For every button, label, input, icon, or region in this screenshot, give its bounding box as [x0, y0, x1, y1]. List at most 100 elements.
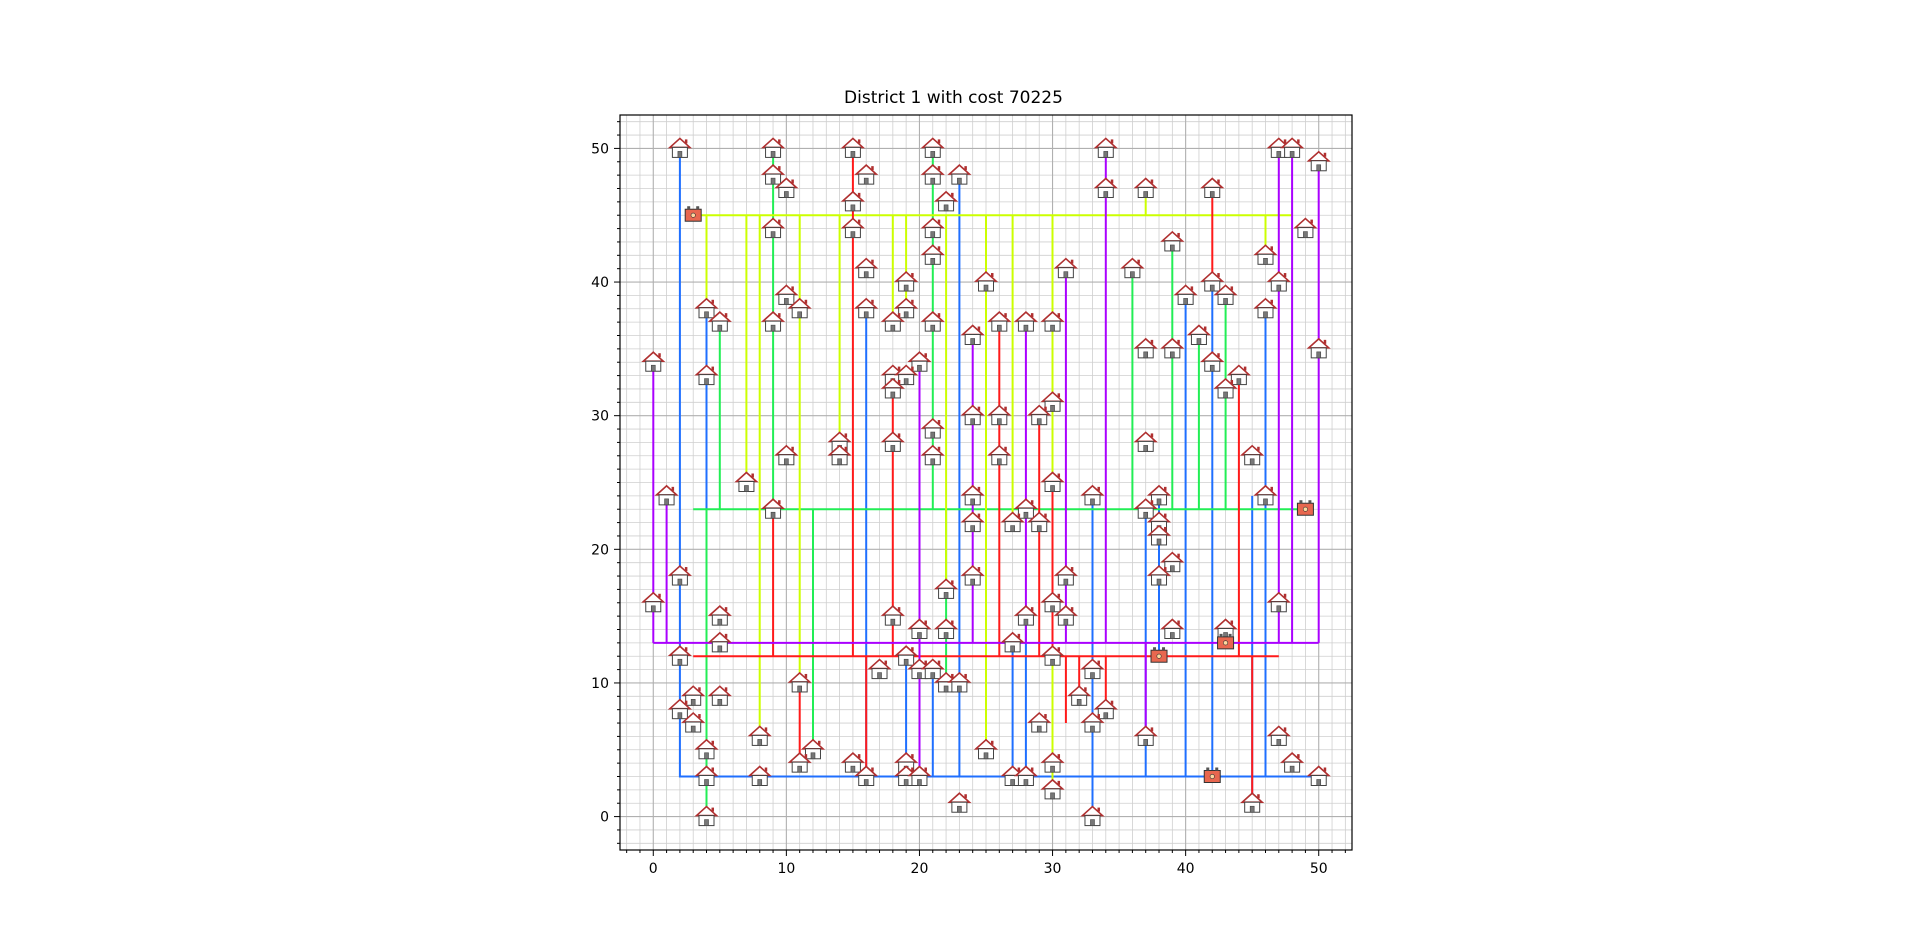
house-icon	[947, 164, 972, 185]
battery-icon	[684, 206, 702, 222]
y-tick-label: 20	[591, 542, 609, 558]
house-icon	[1293, 217, 1318, 239]
house-icon	[1253, 244, 1278, 265]
house-icon	[1280, 137, 1305, 158]
house-icon	[920, 311, 945, 332]
house-icon	[1040, 778, 1065, 800]
house-icon	[1027, 711, 1052, 733]
house-icon	[694, 805, 719, 827]
house-icon	[894, 364, 919, 386]
x-tick-label: 20	[911, 861, 929, 877]
house-icon	[774, 177, 799, 198]
house-icon	[987, 404, 1012, 426]
house-icon	[1306, 150, 1331, 172]
house-icon	[1040, 391, 1065, 412]
house-icon	[854, 257, 879, 279]
house-icon	[760, 164, 786, 185]
house-icon	[1027, 404, 1052, 426]
house-icon	[641, 591, 666, 613]
battery-icon	[1296, 500, 1314, 516]
battery-icon	[1203, 767, 1221, 783]
house-icon	[960, 404, 985, 426]
x-tick-label: 0	[649, 861, 658, 877]
house-icon	[1000, 511, 1025, 533]
house-icon	[1266, 270, 1291, 292]
house-icon	[1213, 284, 1238, 305]
house-icon	[1266, 725, 1291, 746]
house-icon	[1160, 551, 1185, 573]
house-icon	[1013, 765, 1039, 786]
house-icon	[880, 377, 905, 399]
x-tick-label: 30	[1044, 861, 1062, 877]
house-icon	[854, 297, 879, 319]
house-icon	[707, 631, 732, 653]
battery-icon	[1217, 633, 1235, 650]
house-icon	[694, 364, 719, 386]
y-tick-label: 10	[591, 676, 609, 692]
y-tick-label: 50	[591, 141, 609, 157]
house-icon	[1040, 645, 1065, 666]
house-icon	[1133, 177, 1158, 198]
house-icon	[880, 605, 905, 626]
house-icon	[960, 511, 985, 533]
house-icon	[1146, 564, 1172, 586]
house-icon	[667, 698, 692, 720]
house-icon	[734, 471, 759, 492]
house-icon	[787, 297, 812, 319]
house-icon	[1146, 484, 1172, 506]
x-tick-label: 10	[777, 861, 795, 877]
house-icon	[894, 645, 919, 666]
house-icon	[1160, 337, 1185, 359]
house-icon	[947, 792, 972, 813]
house-icon	[1240, 792, 1265, 813]
house-icon	[920, 417, 945, 439]
batteries-layer	[684, 206, 1314, 783]
house-icon	[760, 311, 786, 332]
house-icon	[933, 578, 959, 599]
house-icon	[707, 311, 732, 332]
house-icon	[894, 297, 919, 319]
house-icon	[867, 658, 892, 680]
house-icon	[1013, 311, 1039, 332]
house-icon	[973, 270, 999, 292]
house-icon	[774, 444, 799, 466]
house-icon	[907, 765, 932, 786]
house-icon	[947, 671, 972, 693]
house-icon	[681, 685, 706, 706]
house-icon	[1160, 230, 1185, 252]
house-icon	[933, 190, 959, 212]
house-icon	[1240, 444, 1265, 466]
house-icon	[760, 498, 786, 519]
house-icon	[1080, 805, 1105, 827]
house-icon	[907, 351, 932, 372]
house-icon	[840, 190, 865, 212]
house-icon	[1120, 257, 1145, 279]
house-icon	[880, 311, 905, 332]
house-icon	[854, 164, 879, 185]
house-icon	[1253, 297, 1278, 319]
house-icon	[667, 137, 692, 158]
house-icon	[1200, 177, 1225, 198]
house-icon	[1053, 605, 1078, 626]
house-icon	[707, 685, 732, 706]
house-icon	[1067, 685, 1092, 706]
house-icon	[1053, 257, 1078, 279]
cable-blue	[678, 148, 1213, 778]
house-icon	[920, 164, 945, 185]
house-icon	[694, 765, 719, 786]
house-icon	[1027, 511, 1052, 533]
house-icon	[667, 564, 692, 586]
house-icon	[1013, 605, 1039, 626]
y-tick-label: 0	[600, 810, 609, 826]
houses-layer	[641, 137, 1331, 827]
house-icon	[1200, 270, 1225, 292]
house-icon	[1226, 364, 1251, 386]
house-icon	[1133, 725, 1158, 746]
x-tick-label: 40	[1177, 861, 1195, 877]
house-icon	[707, 605, 732, 626]
y-tick-label: 40	[591, 275, 609, 291]
house-icon	[1213, 377, 1238, 399]
house-icon	[960, 324, 985, 345]
